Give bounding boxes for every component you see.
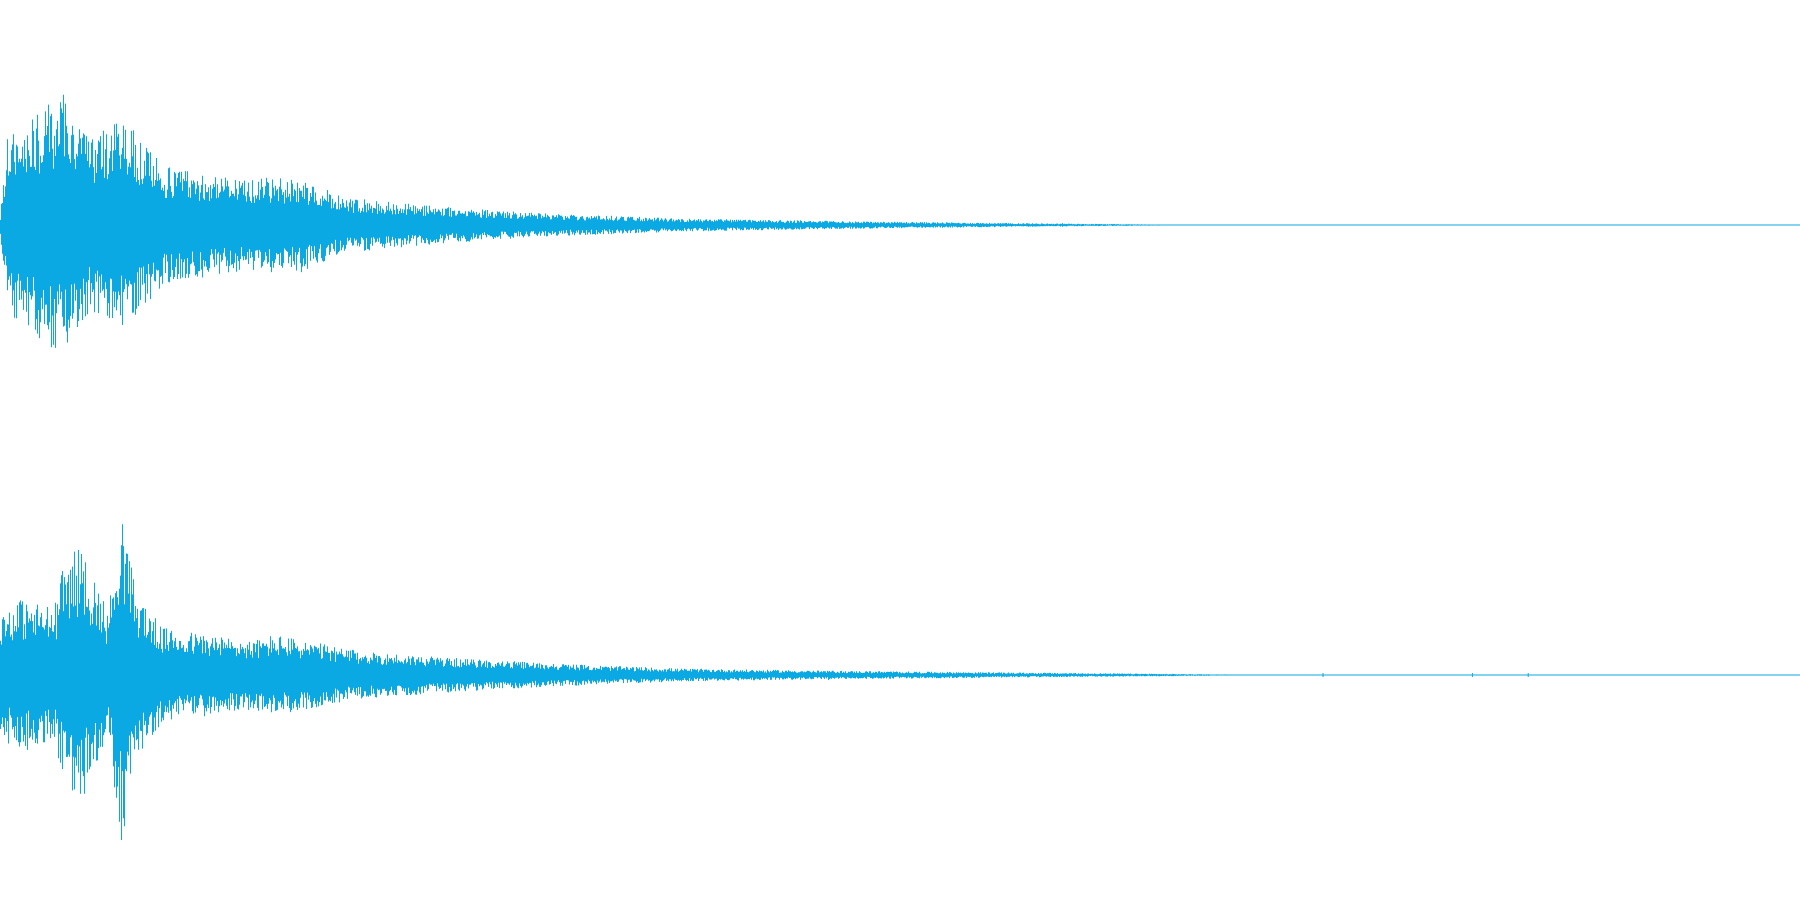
channel-2-signal <box>0 524 1532 840</box>
channel-2-waveform <box>0 524 1800 840</box>
channel-1-signal <box>0 94 1213 348</box>
channel-1-waveform <box>0 94 1800 348</box>
